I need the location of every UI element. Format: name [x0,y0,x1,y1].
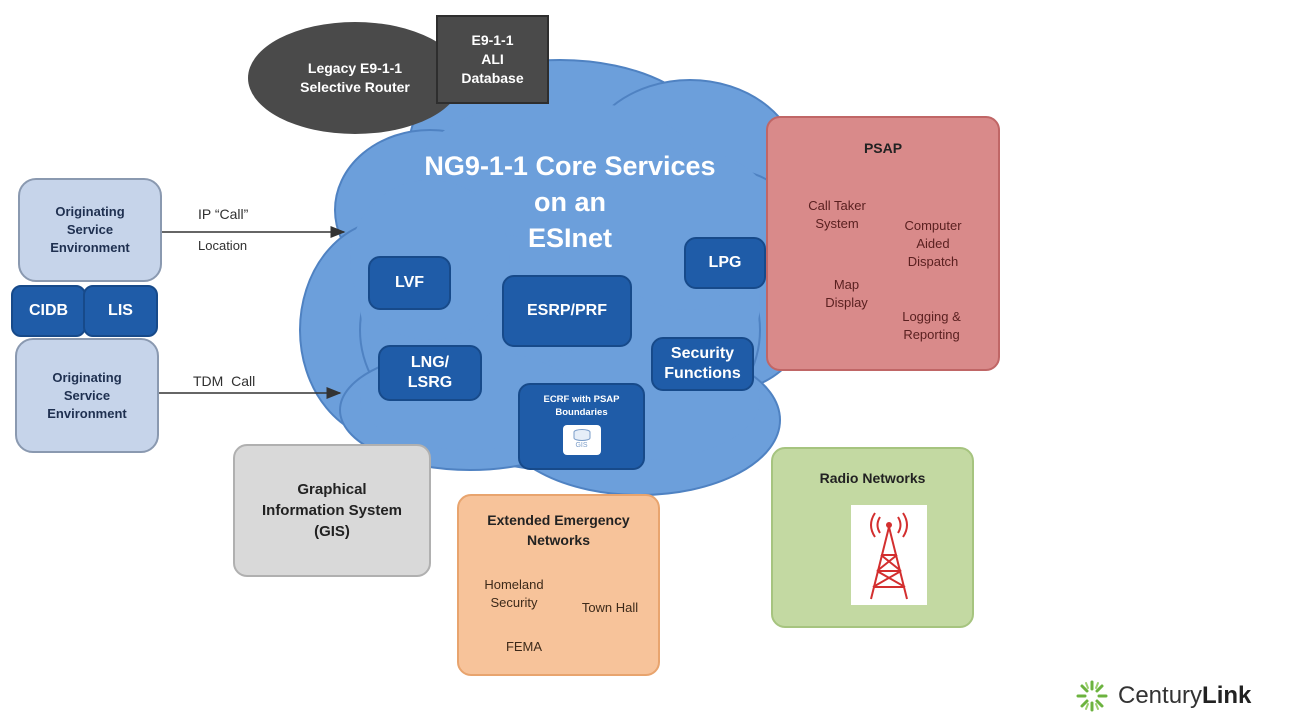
een-homeland: Homeland Security [469,576,559,612]
orig-top-line1: Originating [55,204,125,219]
ali-line1: E9-1-1 [471,32,514,48]
orig-bottom-line2: Service [63,387,111,403]
gis-line2: Information System [261,502,403,519]
een-town-hall: Town Hall [581,600,639,615]
security-line1: Security [670,345,735,362]
gis-database-icon: GIS [562,425,601,455]
cad-line3: Dispatch [907,254,959,269]
orig-top-line2: Service [66,222,114,237]
esrp-prf-box: ESRP/PRF [502,275,632,347]
gis-box: Graphical Information System (GIS) [233,444,431,577]
lng-lsrg-box: LNG/ LSRG [378,345,482,401]
ecrf-line2: Boundaries [555,407,608,418]
een-title: Extended Emergency Networks [459,510,658,550]
ecrf-line1: ECRF with PSAP [543,394,620,405]
brand-suffix: Link [1202,682,1252,709]
cad-line1: Computer [904,218,962,233]
psap-map-display: Map Display [804,276,889,312]
lng-line1: LNG/ [410,354,450,371]
psap-logging: Logging & Reporting [884,308,979,344]
tdm-call-label: TDM Call [193,373,256,389]
radio-tower-icon [870,512,908,600]
brand-prefix: Century [1118,682,1203,709]
lis-label: LIS [108,302,133,319]
esrp-label: ESRP/PRF [526,302,607,319]
core-title: NG9-1-1 Core Services on an ESInet [380,146,760,258]
map-line1: Map [833,277,860,292]
originating-env-bottom: Originating Service Environment [15,338,159,453]
extended-emergency-networks-box: Extended Emergency Networks Homeland Sec… [457,494,660,676]
legacy-router-line1: Legacy E9-1-1 [307,60,403,76]
ali-line3: Database [461,70,524,86]
psap-call-taker: Call Taker System [792,197,882,233]
orig-top-line3: Environment [50,240,130,255]
database-cylinder-icon [573,429,590,441]
cidb-box: CIDB [11,285,86,337]
gis-line1: Graphical [297,481,367,498]
psap-cad: Computer Aided Dispatch [888,217,978,271]
lpg-box: LPG [684,237,766,289]
logging-line2: Reporting [903,327,960,342]
cad-line2: Aided [916,236,950,251]
lvf-box: LVF [368,256,451,310]
radio-title: Radio Networks [819,470,926,486]
cidb-label: CIDB [28,302,69,319]
core-title-line2: on an [534,187,606,217]
gis-db-label: GIS [575,442,588,449]
homeland-line1: Homeland [484,577,544,592]
centurylink-burst-icon [1076,680,1108,712]
lng-line2: LSRG [407,374,453,391]
radio-networks-box: Radio Networks [771,447,974,628]
lvf-label: LVF [394,274,425,291]
ali-line2: ALI [481,51,504,67]
radio-tower-image [851,505,927,605]
call-taker-line2: System [815,216,859,231]
homeland-line2: Security [490,595,538,610]
orig-bottom-line1: Originating [52,369,122,385]
orig-bottom-line3: Environment [47,405,127,421]
gis-line3: (GIS) [314,523,350,540]
lis-box: LIS [83,285,158,337]
ali-database: E9-1-1 ALI Database [436,15,549,104]
ecrf-box: ECRF with PSAP Boundaries GIS [518,383,645,470]
psap-box: PSAP Call Taker System Computer Aided Di… [766,116,1000,371]
call-taker-line1: Call Taker [808,198,866,213]
core-title-line1: NG9-1-1 Core Services [424,151,716,181]
location-label: Location [198,238,248,253]
legacy-selective-router: Legacy E9-1-1 Selective Router [248,22,462,134]
map-line2: Display [825,295,868,310]
een-fema: FEMA [505,639,543,654]
core-title-line3: ESInet [527,223,613,253]
originating-env-top: Originating Service Environment [18,178,162,282]
psap-title: PSAP [863,140,903,156]
een-title-line1: Extended Emergency [487,512,630,528]
een-title-line2: Networks [526,532,591,548]
ip-call-label: IP “Call” [198,206,249,222]
legacy-router-line2: Selective Router [300,79,410,95]
lpg-label: LPG [708,254,742,271]
security-line2: Functions [664,365,741,382]
security-functions-box: Security Functions [651,337,754,391]
logging-line1: Logging & [902,309,961,324]
